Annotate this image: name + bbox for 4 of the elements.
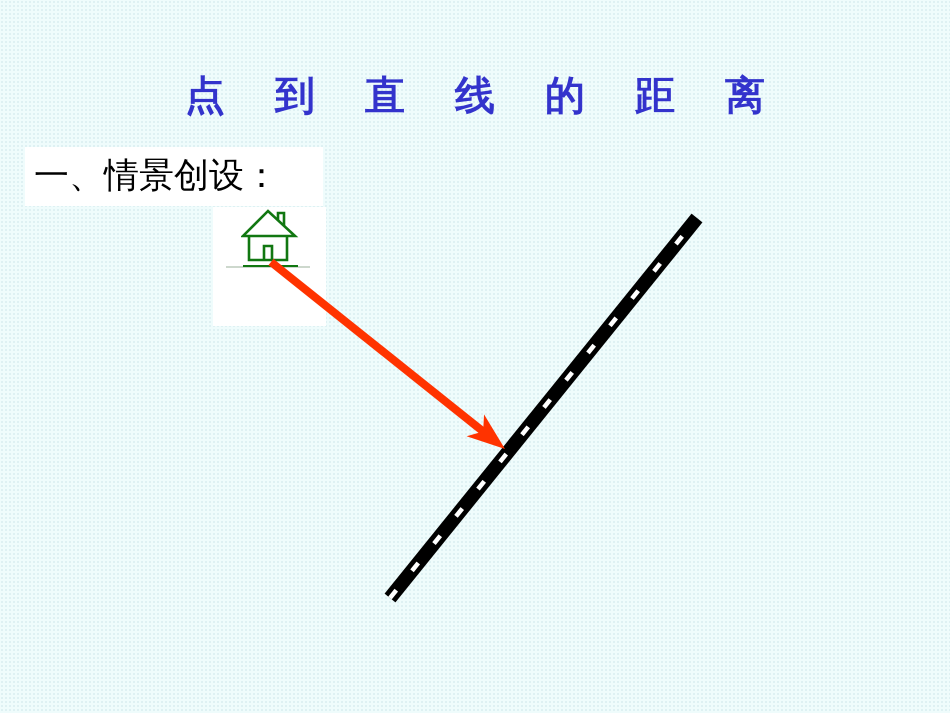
title: 点 到 直 线 的 距 离 [184, 72, 783, 120]
section-heading: 一、情景创设： [25, 147, 323, 206]
house-icon [241, 208, 299, 263]
road [384, 213, 703, 603]
